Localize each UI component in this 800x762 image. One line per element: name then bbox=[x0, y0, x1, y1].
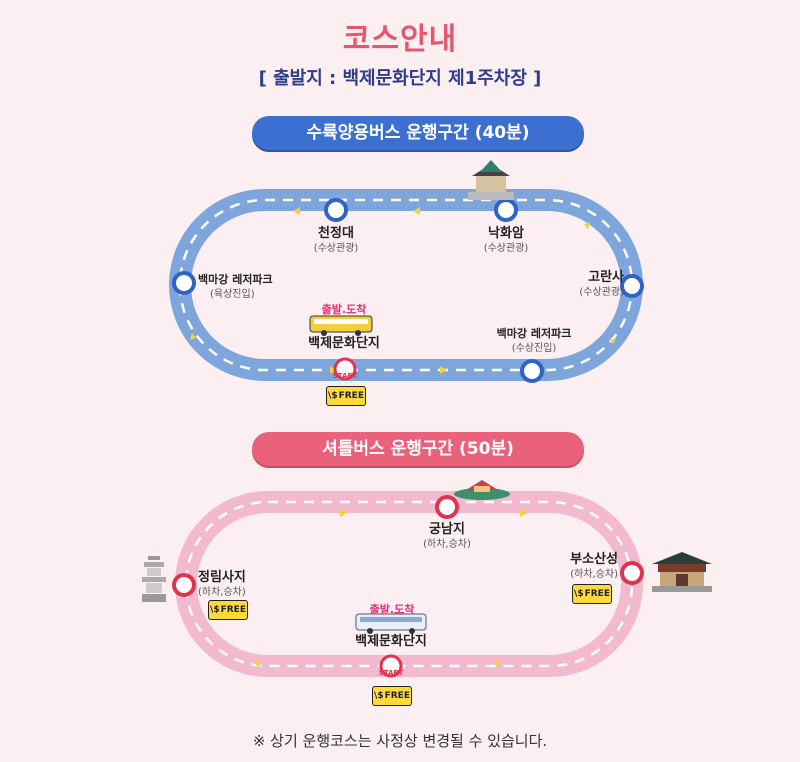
start-tag: 출발.도착 bbox=[322, 303, 367, 316]
stop-busosanseong: 부소산성 (하차,승차) bbox=[552, 552, 618, 581]
stop-sub: (수상진입) bbox=[484, 342, 584, 355]
stop-name: 백제문화단지 bbox=[336, 634, 446, 650]
stop-jeongnimsaji: 정림사지 (하차,승차) bbox=[198, 570, 268, 599]
stop-goransa: 고란사 (수상관광) bbox=[562, 270, 624, 299]
start-badge: START bbox=[333, 372, 358, 380]
stop-name: 백마강 레저파크 bbox=[198, 272, 298, 288]
stop-name: 백제문화단지 bbox=[294, 336, 394, 352]
stop-gungnamji-marker bbox=[437, 497, 457, 517]
stop-busosanseong-marker bbox=[622, 563, 642, 583]
blue-start-name: 백제문화단지 bbox=[294, 336, 394, 352]
gate-icon bbox=[652, 552, 712, 592]
blue-bus-icon bbox=[310, 316, 372, 336]
stop-baekma-left: 백마강 레저파크 (육상진입) bbox=[198, 272, 298, 301]
footnote: ※ 상기 운행코스는 사정상 변경될 수 있습니다. bbox=[0, 730, 800, 751]
stop-sub: (수상관광) bbox=[476, 242, 536, 255]
stop-sub: (수상관광) bbox=[306, 242, 366, 255]
stop-gungnamji: 궁남지 (하차,승차) bbox=[416, 522, 478, 551]
start-badge: START bbox=[379, 669, 404, 677]
stop-name: 궁남지 bbox=[416, 522, 478, 538]
busosanseong-free-badge: FREE bbox=[572, 584, 612, 604]
pink-start-stop: 출발.도착 bbox=[342, 598, 442, 617]
stop-baekma-right: 백마강 레저파크 (수상진입) bbox=[484, 326, 584, 355]
stop-sub: (하차,승차) bbox=[552, 568, 618, 581]
stop-name: 천정대 bbox=[306, 226, 366, 242]
stop-name: 부소산성 bbox=[552, 552, 618, 568]
stop-cheonjeongdae: 천정대 (수상관광) bbox=[306, 226, 366, 255]
jeongnimsaji-free-badge: FREE bbox=[208, 600, 248, 620]
pink-start-badge: START bbox=[376, 660, 406, 679]
stop-sub: (하차,승차) bbox=[416, 538, 478, 551]
stop-nakhwaam-marker bbox=[496, 200, 516, 220]
stop-sub: (수상관광) bbox=[562, 286, 624, 299]
start-tag: 출발.도착 bbox=[370, 603, 415, 616]
stop-baekma-left-marker bbox=[174, 273, 194, 293]
stop-name: 고란사 bbox=[562, 270, 624, 286]
stone-pagoda-icon bbox=[142, 556, 166, 602]
stop-cheonjeongdae-marker bbox=[326, 200, 346, 220]
pink-bus-icon bbox=[356, 614, 426, 634]
stop-goransa-marker bbox=[622, 276, 642, 296]
stop-nakhwaam: 낙화암 (수상관광) bbox=[476, 226, 536, 255]
pink-start-name: 백제문화단지 bbox=[336, 634, 446, 650]
stop-baekma-right-marker bbox=[522, 361, 542, 381]
blue-start-stop: 출발.도착 bbox=[294, 298, 394, 317]
pink-start-free-badge: FREE bbox=[372, 686, 412, 706]
pavilion-icon bbox=[468, 160, 514, 200]
stop-jeongnimsaji-marker bbox=[174, 575, 194, 595]
stop-name: 정림사지 bbox=[198, 570, 268, 586]
gungnamji-icon bbox=[454, 480, 510, 500]
stop-name: 백마강 레저파크 bbox=[484, 326, 584, 342]
stop-sub: (하차,승차) bbox=[198, 586, 268, 599]
stop-sub: (육상진입) bbox=[198, 288, 298, 301]
blue-start-badge: START bbox=[330, 363, 360, 382]
stop-name: 낙화암 bbox=[476, 226, 536, 242]
blue-start-free-badge: FREE bbox=[326, 386, 366, 406]
